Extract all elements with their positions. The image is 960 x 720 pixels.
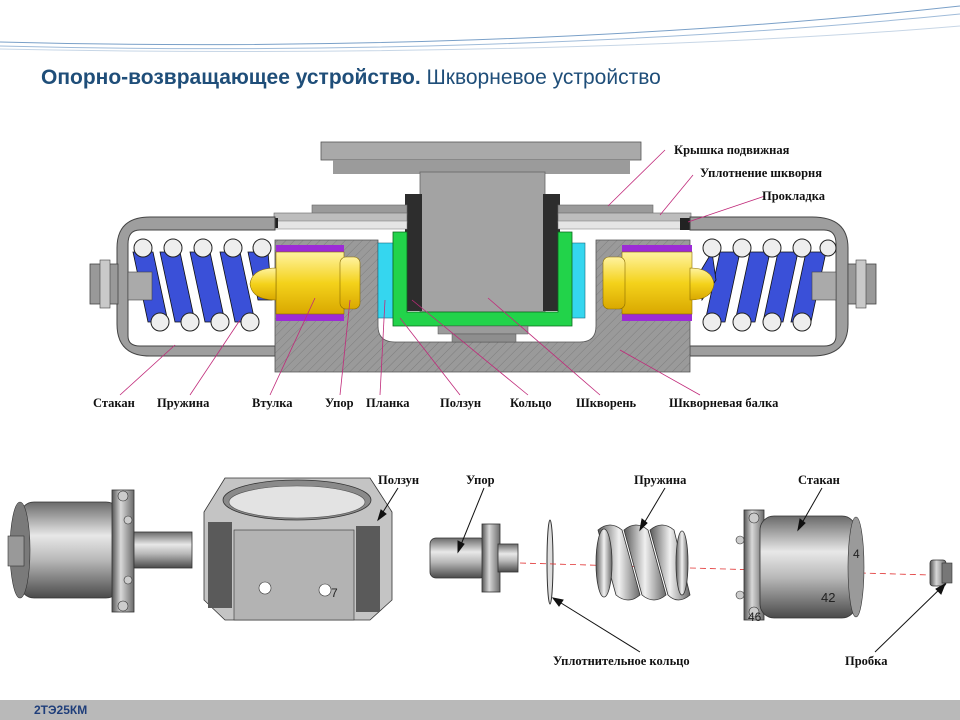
leader-lines — [119, 149, 766, 396]
right-bushing — [602, 245, 715, 321]
coil-sections — [133, 238, 837, 332]
part-number-7: 7 — [331, 586, 338, 600]
part-number-46: 46 — [748, 610, 762, 624]
label-seal: Уплотнение шкворня — [700, 166, 823, 180]
left-bushing — [249, 245, 361, 321]
part-seal-ring — [546, 519, 554, 605]
title-bold: Опорно-возвращающее устройство. — [41, 66, 421, 89]
header-decoration — [0, 5, 960, 52]
label-bushing: Втулка — [252, 396, 293, 410]
part-number-4: 4 — [853, 547, 860, 561]
cross-section — [89, 141, 877, 373]
part-slider — [203, 477, 393, 621]
right-cup-housing — [689, 216, 849, 357]
part-cup-right — [735, 509, 865, 621]
part-number-42: 42 — [821, 590, 836, 605]
label-ring: Кольцо — [510, 396, 552, 410]
label-part-stop: Упор — [466, 473, 495, 487]
label-strap: Планка — [366, 396, 410, 410]
cover-plate — [320, 141, 642, 161]
exploded-parts — [7, 477, 953, 621]
title-rest: Шкворневое устройство — [426, 66, 661, 89]
label-part-plug: Пробка — [845, 654, 888, 668]
label-pivot: Шкворень — [576, 396, 637, 410]
label-gasket: Прокладка — [762, 189, 825, 203]
footer-bar: 2ТЭ25КМ — [0, 700, 960, 720]
pivot-column — [419, 171, 546, 313]
label-part-slider: Ползун — [378, 473, 420, 487]
part-spring — [595, 524, 691, 601]
label-slider: Ползун — [440, 396, 482, 410]
label-part-seal-ring: Уплотнительное кольцо — [553, 654, 690, 668]
label-part-spring: Пружина — [634, 473, 687, 487]
label-part-cup: Стакан — [798, 473, 840, 487]
part-stop — [429, 523, 519, 593]
page-title: Опорно-возвращающее устройство. Шкворнев… — [41, 66, 661, 90]
right-springs — [699, 250, 827, 323]
footer-model: 2ТЭ25КМ — [34, 703, 88, 717]
label-cover: Крышка подвижная — [674, 143, 790, 157]
label-pivot-beam: Шкворневая балка — [669, 396, 779, 410]
label-stop: Упор — [325, 396, 354, 410]
parts-leader-lines — [377, 487, 946, 653]
part-cup-left — [7, 489, 193, 613]
label-spring: Пружина — [157, 396, 210, 410]
left-strap — [377, 242, 394, 319]
label-cup: Стакан — [93, 396, 135, 410]
left-cup-housing — [116, 216, 276, 357]
part-plug — [929, 559, 953, 587]
pivot-beam — [274, 239, 691, 373]
